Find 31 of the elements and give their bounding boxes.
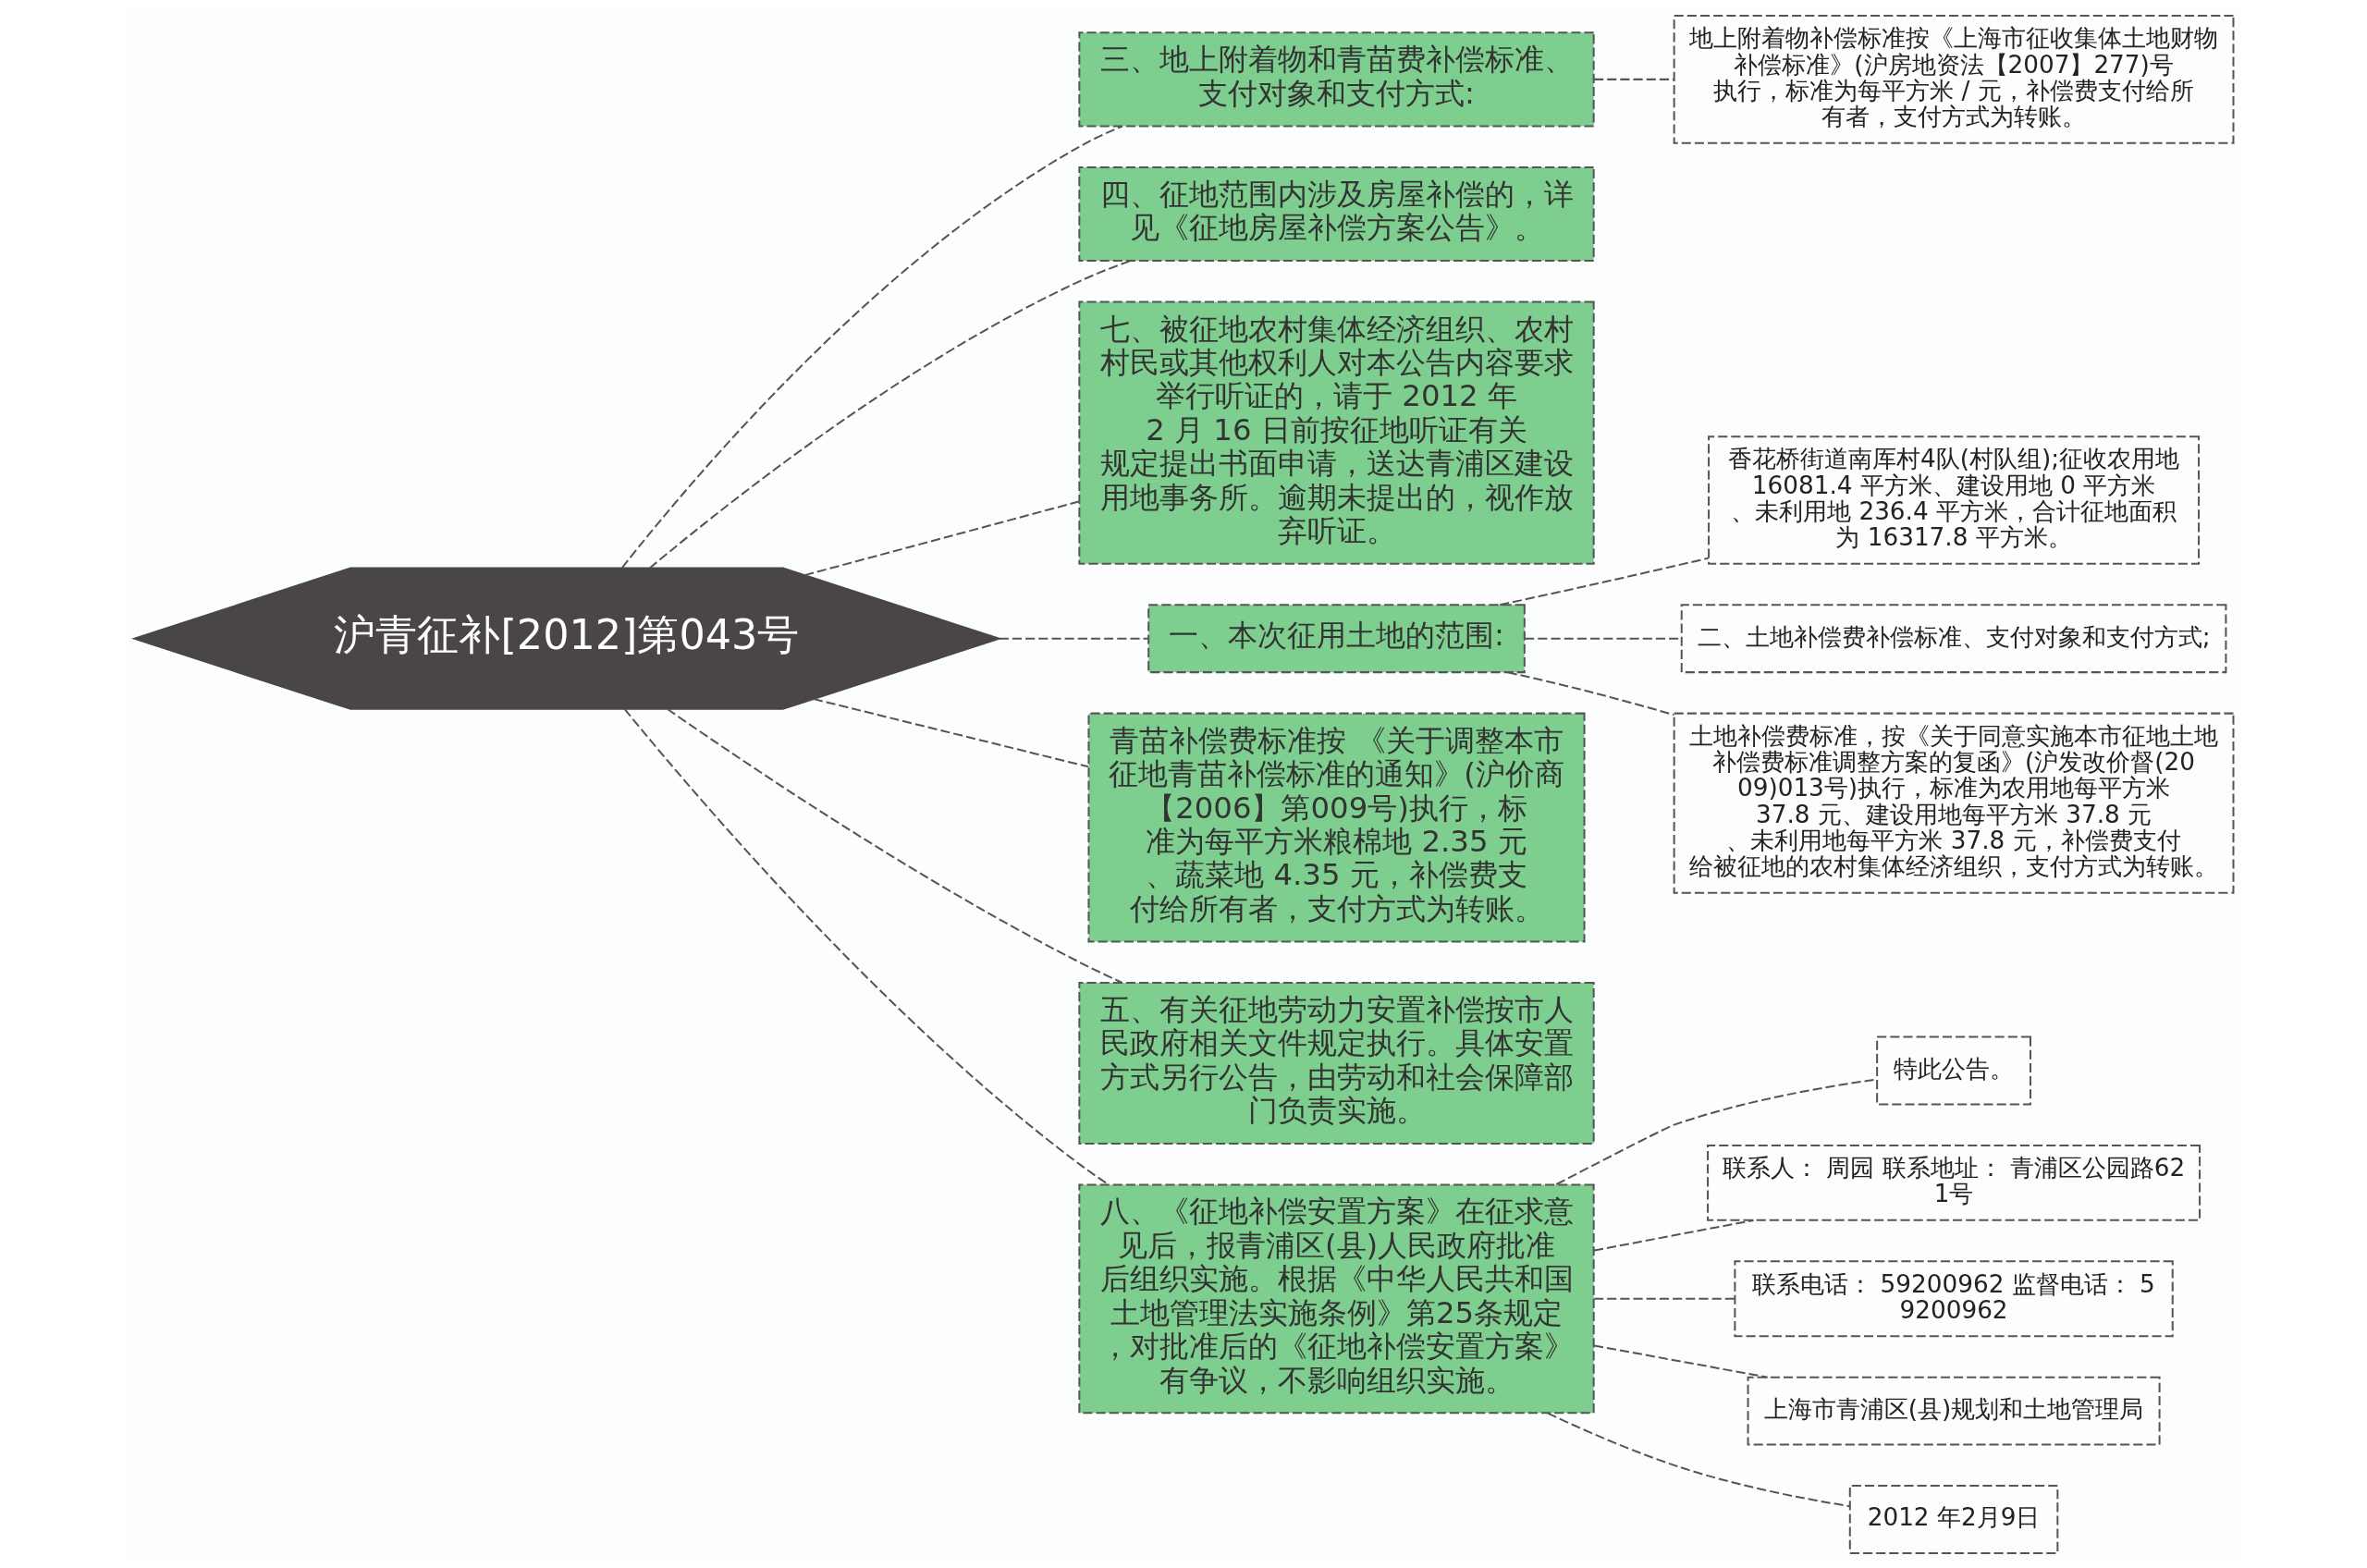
connector [1593,1343,1768,1378]
connector [999,637,1148,640]
node-box: 七、被征地农村集体经济组织、农村村民或其他权利人对本公告内容要求举行听证的，请于 2012 年 2 月 16 日前按征地听证有关规定提出书面申请，送达青浦区建设用地事务所。逾期未提出的，视作放弃听证。 [1077,300,1595,565]
node-box: 八、《征地补偿安置方案》在征求意见后，报青浦区(县)人民政府批准后组织实施。根据《中华人民共和国土地管理法实施条例》第25条规定，对批准后的《征地补偿安置方案》有争议，不影响组织实施。 [1077,1182,1595,1414]
connector [1507,670,1674,716]
connector [803,500,1079,576]
node-box: 四、征地范围内涉及房屋补偿的，详见《征地房屋补偿方案公告》。 [1077,165,1595,262]
connector [1547,1412,1850,1507]
connector [1499,557,1709,606]
node-box: 二、土地补偿费补偿标准、支付对象和支付方式; [1680,603,2226,673]
node-box: 五、有关征地劳动力安置补偿按市人民政府相关文件规定执行。具体安置方式另行公告，由劳动和社会保障部门负责实施。 [1077,981,1595,1145]
connector [1593,78,1674,80]
node-box: 土地补偿费标准，按《关于同意实施本市征地土地补偿费标准调整方案的复函》(沪发改价督(2009)013号)执行，标准为农用地每平方米 37.8 元、建设用地每平方米 37.8 元、未利用地每平方米 37.8 元，补偿费支付给被征地的农村集体经济组织，支付方式为转账。 [1673,712,2234,894]
connector [623,708,1109,1185]
node-box: 上海市青浦区(县)规划和土地管理局 [1747,1376,2161,1446]
connector [1593,1219,1754,1251]
node-box: 2012 年2月9日 [1848,1484,2058,1554]
node-box: 联系人： 周园 联系地址： 青浦区公园路621号 [1706,1144,2201,1221]
node-box: 一、本次征用土地的范围: [1147,603,1526,673]
node-box: 香花桥街道南厍村4队(村队组);征收农用地 16081.4 平方米、建设用地 0 平方米、未利用地 236.4 平方米，合计征地面积为 16317.8 平方米。 [1707,435,2200,565]
node-box: 青苗补偿费标准按 《关于调整本市征地青苗补偿标准的通知》(沪价商【2006】第009号)执行，标准为每平方米粮棉地 2.35 元、蔬菜地 4.35 元，补偿费支付给所有者，支付方式为转账。 [1086,712,1586,942]
connector [1593,1297,1735,1300]
connector [620,125,1122,568]
node-box: 三、地上附着物和青苗费补偿标准、支付对象和支付方式: [1077,31,1595,127]
node-box: 特此公告。 [1875,1035,2031,1105]
connector [813,697,1088,767]
connector [1555,1078,1877,1185]
connector [666,707,1122,984]
connector [648,259,1131,569]
node-box: 联系电话： 59200962 监督电话： 59200962 [1733,1259,2174,1337]
node-box: 地上附着物补偿标准按《上海市征收集体土地财物补偿标准》(沪房地资法【2007】277)号执行，标准为每平方米 / 元，补偿费支付给所有者，支付方式为转账。 [1673,14,2234,144]
